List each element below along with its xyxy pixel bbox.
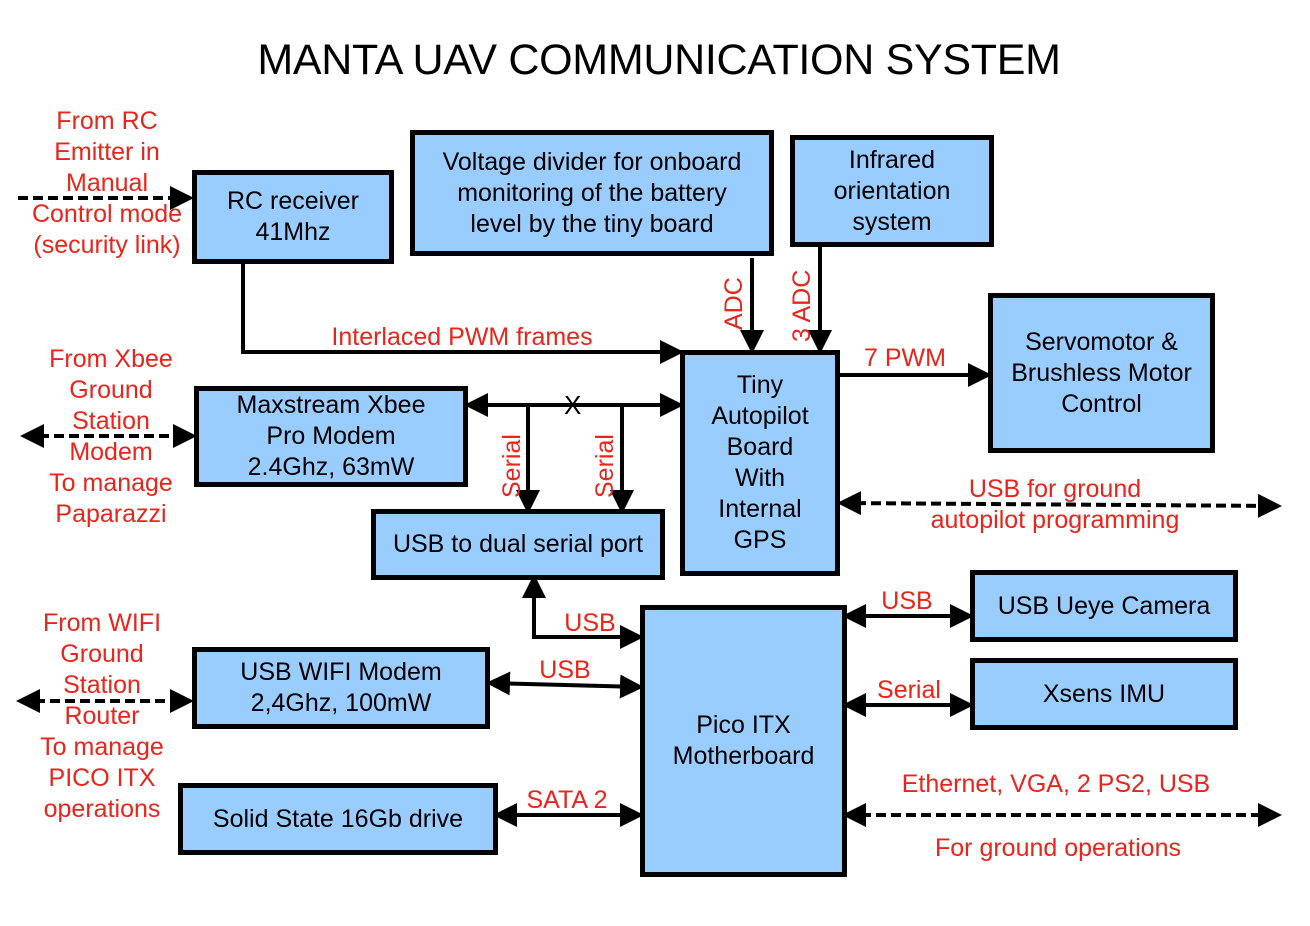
usb-dual-to-pico-link	[522, 574, 644, 649]
serial-left-label: Serial	[498, 434, 526, 498]
ground-ports-label: Ethernet, VGA, 2 PS2, USB	[901, 770, 1211, 798]
xsens-imu-block: Xsens IMU	[970, 658, 1238, 730]
voltage-divider-block: Voltage divider for onboard monitoring o…	[410, 130, 774, 256]
tiny-autopilot-block: Tiny Autopilot Board With Internal GPS	[680, 350, 840, 576]
solid-state-drive-block: Solid State 16Gb drive	[178, 783, 498, 855]
ueye-camera-block: USB Ueye Camera	[970, 570, 1238, 642]
serial-imu-label: Serial	[877, 676, 941, 704]
usb-wifi-modem-block: USB WIFI Modem 2,4Ghz, 100mW	[192, 647, 490, 729]
wifi-ground-label: From WIFI Ground Station Router To manag…	[40, 609, 164, 823]
usb-programming-link	[837, 491, 1282, 518]
xbee-modem-block: Maxstream Xbee Pro Modem 2.4Ghz, 63mW	[194, 386, 468, 487]
interlaced-pwm-label: Interlaced PWM frames	[331, 323, 593, 351]
cross-mark: X	[564, 390, 582, 420]
usb-dual-to-pico-label: USB	[564, 609, 616, 637]
seven-pwm-label: 7 PWM	[864, 344, 946, 372]
servomotor-control-block: Servomotor & Brushless Motor Control	[988, 293, 1215, 453]
serial-right-label: Serial	[591, 434, 619, 498]
xbee-ground-label: From Xbee Ground Station Modem To manage…	[49, 345, 173, 528]
usb-camera-label: USB	[881, 587, 933, 615]
pico-itx-block: Pico ITX Motherboard	[640, 605, 847, 877]
adc-label: ADC	[720, 277, 748, 330]
ground-operations-label: For ground operations	[935, 834, 1181, 862]
usb-ground-programming-label: USB for ground autopilot programming	[930, 475, 1180, 534]
usb-dual-serial-block: USB to dual serial port	[371, 509, 665, 580]
infrared-orientation-block: Infrared orientation system	[790, 135, 994, 247]
usb-wifi-to-pico-label: USB	[539, 656, 591, 684]
three-adc-label: 3 ADC	[788, 269, 816, 342]
rc-receiver-block: RC receiver 41Mhz	[192, 170, 394, 264]
interlaced-pwm-link	[241, 262, 684, 364]
sata-label: SATA 2	[526, 786, 608, 814]
rc-emitter-label: From RC Emitter in Manual Control mode (…	[31, 107, 183, 259]
diagram-title: MANTA UAV COMMUNICATION SYSTEM	[257, 36, 1061, 84]
wifi-to-pico-link	[486, 671, 644, 699]
